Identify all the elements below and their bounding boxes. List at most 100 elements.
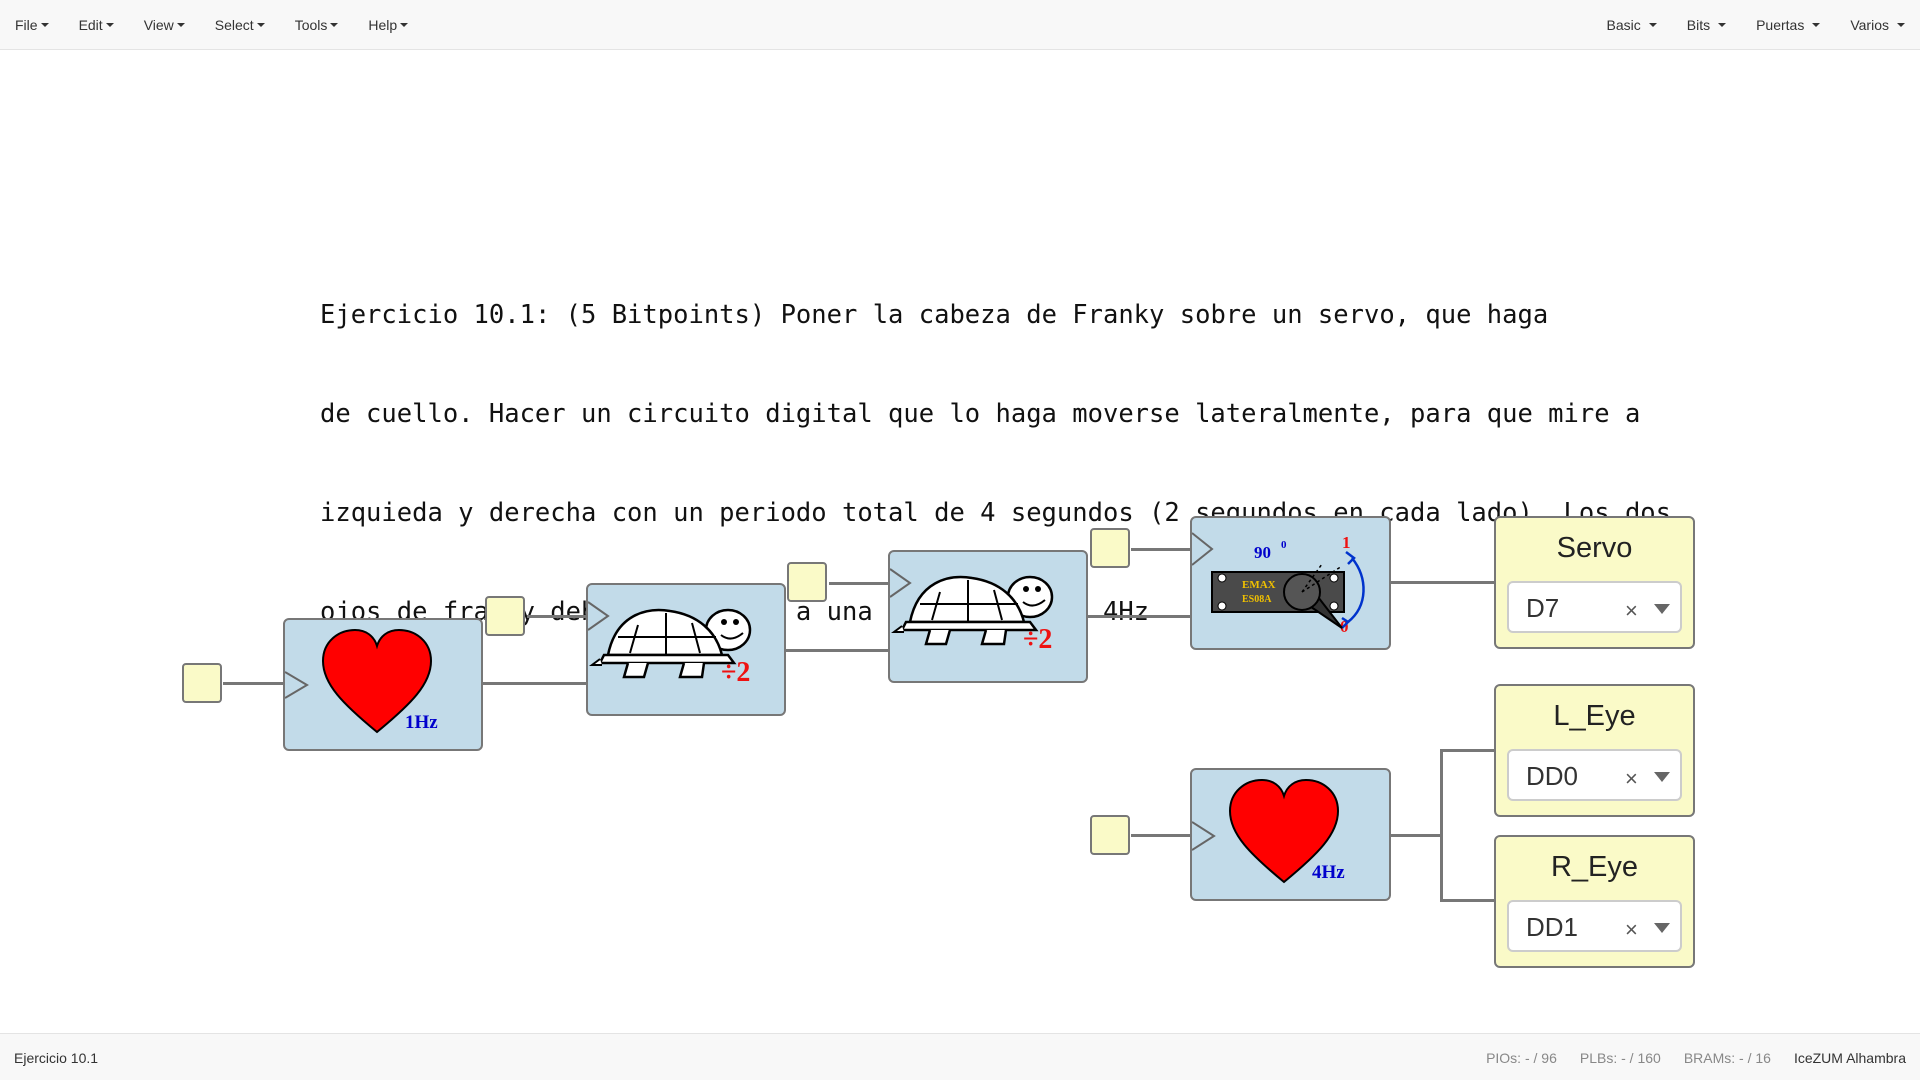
dropdown-arrow-icon[interactable] xyxy=(1654,772,1670,782)
servo-icon: 90 0 1 0 EMAX ES08A xyxy=(1192,532,1365,636)
info-line-3: izquieda y derecha con un periodo total … xyxy=(320,498,1672,528)
pin-select-r-eye[interactable]: DD1 × xyxy=(1507,900,1682,952)
heartbeat-4hz-block[interactable]: 4Hz xyxy=(1190,768,1391,901)
pin-select-l-eye[interactable]: DD0 × xyxy=(1507,749,1682,801)
wire[interactable] xyxy=(785,649,888,652)
menu-basic-label: Basic xyxy=(1606,17,1641,33)
caret-down-icon xyxy=(330,23,339,27)
info-title: Ejercicio 10.1 xyxy=(320,300,535,330)
resource-usage: PIOs: - / 96 PLBs: - / 160 BRAMs: - / 16… xyxy=(1463,1034,1906,1081)
turtle-icon: ÷2 xyxy=(890,568,1054,655)
output-servo-label: Servo xyxy=(1556,532,1633,564)
menu-help[interactable]: Help xyxy=(353,0,423,50)
status-bar: Ejercicio 10.1 PIOs: - / 96 PLBs: - / 16… xyxy=(0,1033,1920,1080)
heart-icon: 4Hz xyxy=(1192,778,1345,884)
servo-model-label: ES08A xyxy=(1242,594,1272,605)
wire[interactable] xyxy=(1389,834,1442,837)
dropdown-arrow-icon[interactable] xyxy=(1654,923,1670,933)
brams-usage: BRAMs: - / 16 xyxy=(1683,1049,1771,1066)
menu-tools-label: Tools xyxy=(294,17,328,33)
menu-view[interactable]: View xyxy=(129,0,200,50)
caret-down-icon xyxy=(1718,23,1727,27)
caret-down-icon xyxy=(1648,23,1657,27)
servo-brand-label: EMAX xyxy=(1242,579,1276,591)
info-line-1-text: : (5 Bitpoints) Poner la cabeza de Frank… xyxy=(534,300,1549,330)
caret-down-icon xyxy=(1897,23,1905,27)
wire[interactable] xyxy=(1086,615,1191,618)
output-r-eye[interactable]: R_Eye DD1 × xyxy=(1494,835,1695,968)
pios-usage: PIOs: - / 96 xyxy=(1486,1049,1557,1066)
info-line-1: Ejercicio 10.1: (5 Bitpoints) Poner la c… xyxy=(320,299,1700,332)
info-line-2: de cuello. Hacer un circuito digital que… xyxy=(320,399,1641,429)
wire[interactable] xyxy=(1131,834,1191,837)
caret-down-icon xyxy=(105,23,114,27)
divider-2-block[interactable]: ÷2 xyxy=(888,550,1088,683)
caret-down-icon xyxy=(1812,23,1821,27)
servo-degree-label: 0 xyxy=(1281,539,1287,551)
menu-edit-label: Edit xyxy=(78,17,103,33)
divider-1-block[interactable]: ÷2 xyxy=(586,583,786,716)
wire[interactable] xyxy=(223,682,284,685)
wire[interactable] xyxy=(1131,548,1191,551)
caret-down-icon xyxy=(400,23,409,27)
servo-block[interactable]: 90 0 1 0 EMAX ES08A xyxy=(1190,516,1391,650)
project-name: Ejercicio 10.1 xyxy=(14,1049,99,1066)
menu-varios[interactable]: Varios xyxy=(1835,0,1920,50)
heartbeat-1hz-block[interactable]: 1Hz xyxy=(283,618,483,751)
info-text-block[interactable]: Ejercicio 10.1: (5 Bitpoints) Poner la c… xyxy=(320,233,1700,662)
caret-down-icon xyxy=(176,23,185,27)
menu-select[interactable]: Select xyxy=(200,0,280,50)
freq-label-4hz: 4Hz xyxy=(1312,862,1345,883)
dropdown-arrow-icon[interactable] xyxy=(1654,604,1670,614)
plbs-usage: PLBs: - / 160 xyxy=(1579,1049,1661,1066)
menu-puertas[interactable]: Puertas xyxy=(1741,0,1835,50)
board-name[interactable]: IceZUM Alhambra xyxy=(1793,1049,1906,1066)
menu-bar: File Edit View Select Tools Help Basic B… xyxy=(0,0,1920,50)
servo-max-label: 1 xyxy=(1342,533,1351,552)
wire[interactable] xyxy=(1440,749,1443,902)
divider-label: ÷2 xyxy=(1023,624,1052,655)
pin-select-value: DD0 xyxy=(1526,761,1579,791)
input-pin[interactable] xyxy=(182,663,222,703)
input-pin[interactable] xyxy=(485,596,525,636)
output-servo[interactable]: Servo D7 × xyxy=(1494,516,1695,649)
blocks-menu: Basic Bits Puertas Varios xyxy=(1592,0,1920,50)
heart-icon: 1Hz xyxy=(285,628,438,734)
clear-icon[interactable]: × xyxy=(1625,917,1638,942)
menu-select-label: Select xyxy=(214,17,254,33)
turtle-icon: ÷2 xyxy=(588,601,752,688)
clear-icon[interactable]: × xyxy=(1625,766,1638,791)
menu-edit[interactable]: Edit xyxy=(64,0,129,50)
menu-basic[interactable]: Basic xyxy=(1592,0,1672,50)
input-pin[interactable] xyxy=(787,562,827,602)
freq-label-1hz: 1Hz xyxy=(405,712,438,733)
divider-label: ÷2 xyxy=(721,657,750,688)
wire[interactable] xyxy=(482,682,587,685)
pin-select-value: DD1 xyxy=(1526,912,1579,942)
servo-angle-label: 90 xyxy=(1254,543,1271,562)
pin-select-value: D7 xyxy=(1526,593,1560,623)
output-l-eye[interactable]: L_Eye DD0 × xyxy=(1494,684,1695,817)
menu-bits[interactable]: Bits xyxy=(1672,0,1741,50)
main-menu: File Edit View Select Tools Help xyxy=(0,0,423,50)
menu-puertas-label: Puertas xyxy=(1756,17,1805,33)
input-pin[interactable] xyxy=(1090,528,1130,568)
output-l-eye-label: L_Eye xyxy=(1553,700,1636,732)
caret-down-icon xyxy=(256,23,265,27)
input-pin[interactable] xyxy=(1090,815,1130,855)
wire[interactable] xyxy=(527,615,587,618)
menu-help-label: Help xyxy=(368,17,398,33)
menu-view-label: View xyxy=(143,17,174,33)
clear-icon[interactable]: × xyxy=(1625,598,1638,623)
menu-bits-label: Bits xyxy=(1686,17,1711,33)
menu-file[interactable]: File xyxy=(0,0,64,50)
wire[interactable] xyxy=(1440,899,1496,902)
menu-tools[interactable]: Tools xyxy=(280,0,354,50)
caret-down-icon xyxy=(40,23,49,27)
output-r-eye-label: R_Eye xyxy=(1550,851,1639,883)
pin-select-servo[interactable]: D7 × xyxy=(1507,581,1682,633)
wire[interactable] xyxy=(829,582,888,585)
wire[interactable] xyxy=(1440,749,1496,752)
wire[interactable] xyxy=(1389,581,1496,584)
menu-file-label: File xyxy=(15,17,38,33)
